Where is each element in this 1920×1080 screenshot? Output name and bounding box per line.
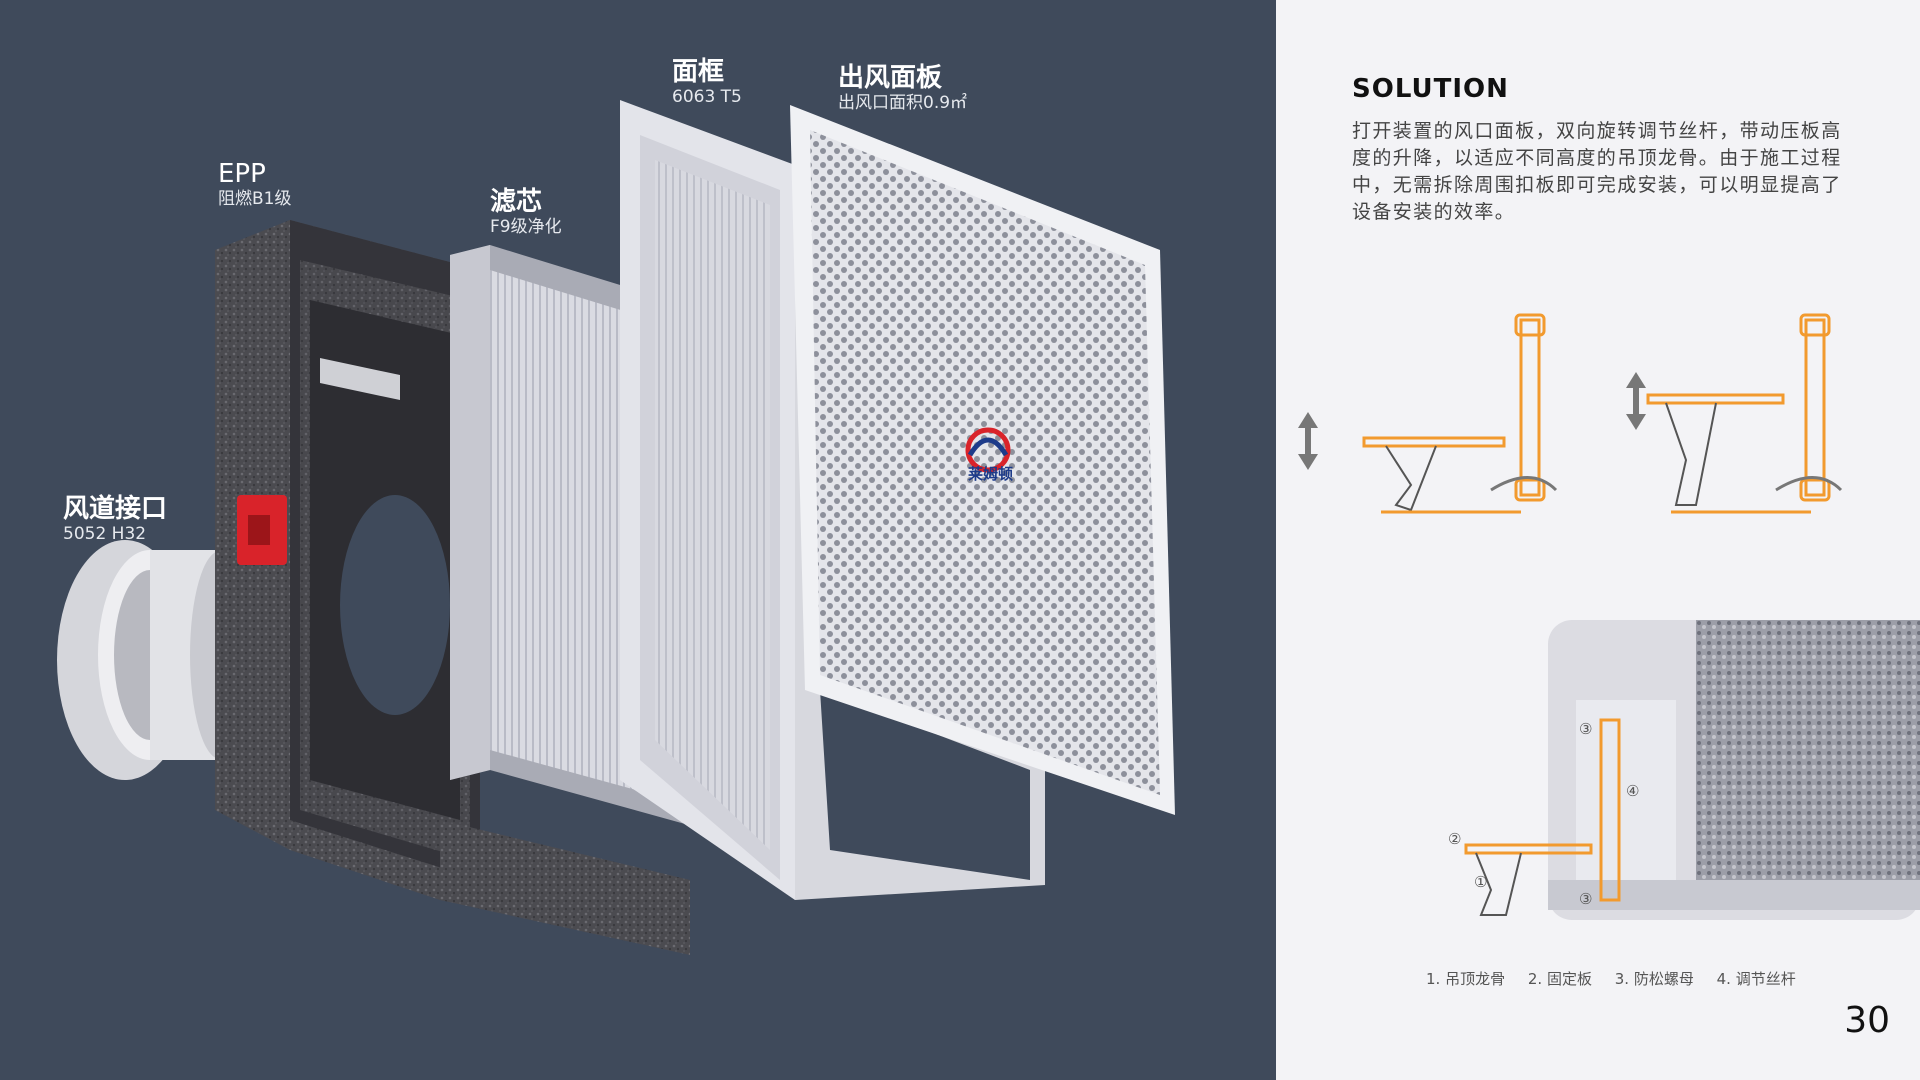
label-duct-title: 风道接口 bbox=[63, 494, 168, 524]
label-filter-sub: F9级净化 bbox=[490, 216, 562, 237]
mechanism-diagram-raised bbox=[1626, 313, 1843, 514]
mechanism-diagram-lowered bbox=[1298, 313, 1558, 514]
installation-detail-render bbox=[1464, 620, 1920, 920]
mechanism-diagrams bbox=[1298, 313, 1920, 920]
solution-title: SOLUTION bbox=[1352, 74, 1509, 104]
brand-logo-text: 莱姆顿 bbox=[968, 465, 1014, 483]
label-panel-sub: 出风口面积0.9㎡ bbox=[838, 92, 968, 113]
red-clip bbox=[237, 495, 287, 565]
callout-1: ① bbox=[1474, 873, 1488, 891]
callout-4: ④ bbox=[1626, 782, 1640, 800]
label-duct: 风道接口 5052 H32 bbox=[63, 494, 168, 544]
outlet-panel bbox=[790, 105, 1175, 815]
legend-item: 1. 吊顶龙骨 bbox=[1426, 970, 1506, 988]
label-filter-title: 滤芯 bbox=[490, 187, 543, 217]
legend-item: 4. 调节丝杆 bbox=[1716, 970, 1796, 988]
label-filter: 滤芯 F9级净化 bbox=[490, 187, 562, 237]
label-panel: 出风面板 出风口面积0.9㎡ bbox=[838, 63, 968, 113]
legend-item: 2. 固定板 bbox=[1527, 970, 1592, 988]
label-panel-title: 出风面板 bbox=[838, 63, 943, 93]
solution-panel: SOLUTION 打开装置的风口面板，双向旋转调节丝杆，带动压板高度的升降，以适… bbox=[1276, 0, 1920, 1080]
exploded-view-panel: EPP 阻燃B1级 滤芯 F9级净化 面框 6063 T5 出风面板 出风口面积… bbox=[0, 0, 1276, 1080]
callout-3-top: ③ bbox=[1579, 720, 1593, 738]
parts-legend: 1. 吊顶龙骨 2. 固定板 3. 防松螺母 4. 调节丝杆 bbox=[1426, 968, 1814, 989]
brand-logo bbox=[965, 427, 1011, 473]
duct-connector bbox=[57, 540, 250, 780]
callout-3-bottom: ③ bbox=[1579, 890, 1593, 908]
label-epp-sub: 阻燃B1级 bbox=[218, 188, 292, 209]
label-duct-sub: 5052 H32 bbox=[63, 523, 147, 544]
solution-body: 打开装置的风口面板，双向旋转调节丝杆，带动压板高度的升降，以适应不同高度的吊顶龙… bbox=[1352, 120, 1842, 223]
label-frame-sub: 6063 T5 bbox=[672, 86, 742, 107]
label-frame: 面框 6063 T5 bbox=[672, 57, 742, 107]
exploded-product-illustration bbox=[57, 100, 1175, 955]
label-frame-title: 面框 bbox=[672, 57, 725, 87]
page-number: 30 bbox=[1844, 1000, 1890, 1041]
label-epp-title: EPP bbox=[218, 159, 266, 189]
legend-item: 3. 防松螺母 bbox=[1614, 970, 1694, 988]
label-epp: EPP 阻燃B1级 bbox=[218, 159, 292, 209]
callout-2: ② bbox=[1448, 830, 1462, 848]
